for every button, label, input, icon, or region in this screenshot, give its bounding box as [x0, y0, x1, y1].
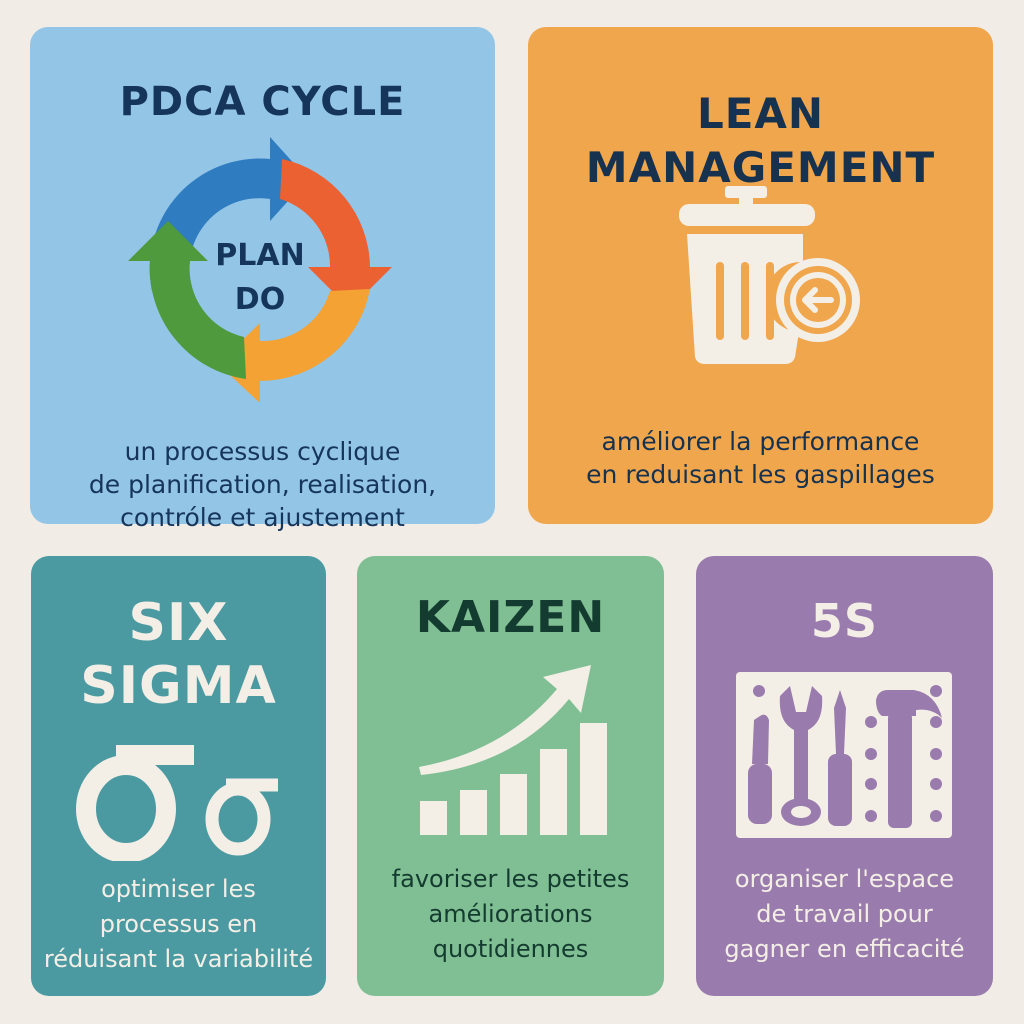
screwdriver-phillips-icon [828, 690, 852, 826]
bar-2 [460, 790, 487, 835]
arrow-orange [218, 289, 370, 403]
cycle-label-plan: PLAN [215, 238, 304, 273]
five-s-card: 5S [696, 556, 993, 996]
cycle-arrows-icon: PLAN DO [128, 137, 392, 403]
bar-3 [500, 774, 527, 835]
cycle-label-do: DO [235, 282, 285, 317]
kaizen-description: favoriser les petites améliorations quot… [391, 865, 630, 963]
bar-1 [420, 801, 447, 835]
trend-arrow [419, 665, 591, 775]
trash-can-with-back-arrow-icon [679, 186, 860, 364]
lean-title: LEAN MANAGEMENT [585, 89, 936, 192]
five-s-description: organiser l'espace de travail pour gagne… [724, 865, 965, 963]
pdca-card: PDCA CYCLE PLAN DO un processus cyclique… [30, 27, 495, 532]
hammer-icon [876, 690, 942, 828]
lean-card: LEAN MANAGEMENT améliorer la performance… [528, 27, 993, 524]
screwdriver-flat-icon [748, 714, 772, 824]
kaizen-card: KAIZEN favoriser les petites amélioratio… [357, 556, 664, 996]
bar-5 [580, 723, 607, 835]
kaizen-title: KAIZEN [415, 592, 606, 643]
pdca-title: PDCA CYCLE [119, 79, 406, 125]
six-sigma-title: SIX SIGMA [80, 593, 277, 716]
pdca-description: un processus cyclique de planification, … [88, 437, 437, 532]
six-sigma-card: SIX SIGMA optimiser les processus en réd… [31, 556, 326, 996]
arrow-green [128, 221, 246, 379]
six-sigma-description: optimiser les processus en réduisant la … [43, 875, 314, 973]
bar-4 [540, 749, 567, 835]
sigma-symbol-icon [76, 745, 278, 861]
tool-board-icon [736, 672, 952, 838]
lean-description: améliorer la performance en reduisant le… [586, 427, 935, 489]
arrow-red [280, 159, 392, 309]
five-s-title: 5S [810, 594, 879, 648]
rising-bar-chart-icon [419, 665, 607, 835]
